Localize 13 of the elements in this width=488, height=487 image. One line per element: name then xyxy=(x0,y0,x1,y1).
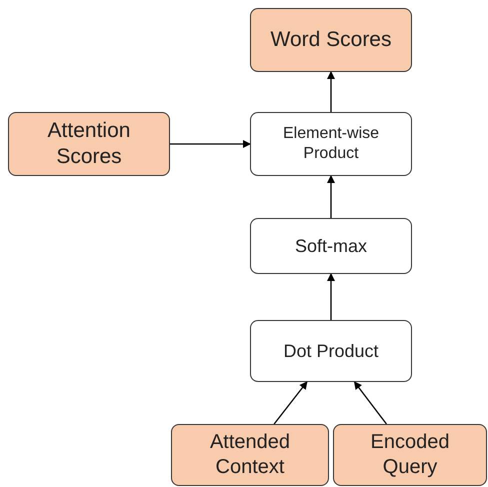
arrow xyxy=(170,140,251,148)
arrow xyxy=(327,71,335,112)
arrow xyxy=(354,381,387,424)
process-box: Soft-max xyxy=(250,218,412,274)
process-box: Element-wise Product xyxy=(250,112,412,176)
input-box: Encoded Query xyxy=(333,424,487,486)
arrow xyxy=(327,273,335,320)
input-box: Attention Scores xyxy=(8,112,170,176)
arrow xyxy=(274,381,308,424)
arrow xyxy=(327,175,335,218)
input-box: Attended Context xyxy=(171,424,329,486)
process-box: Dot Product xyxy=(250,320,412,382)
input-box: Word Scores xyxy=(250,8,412,72)
